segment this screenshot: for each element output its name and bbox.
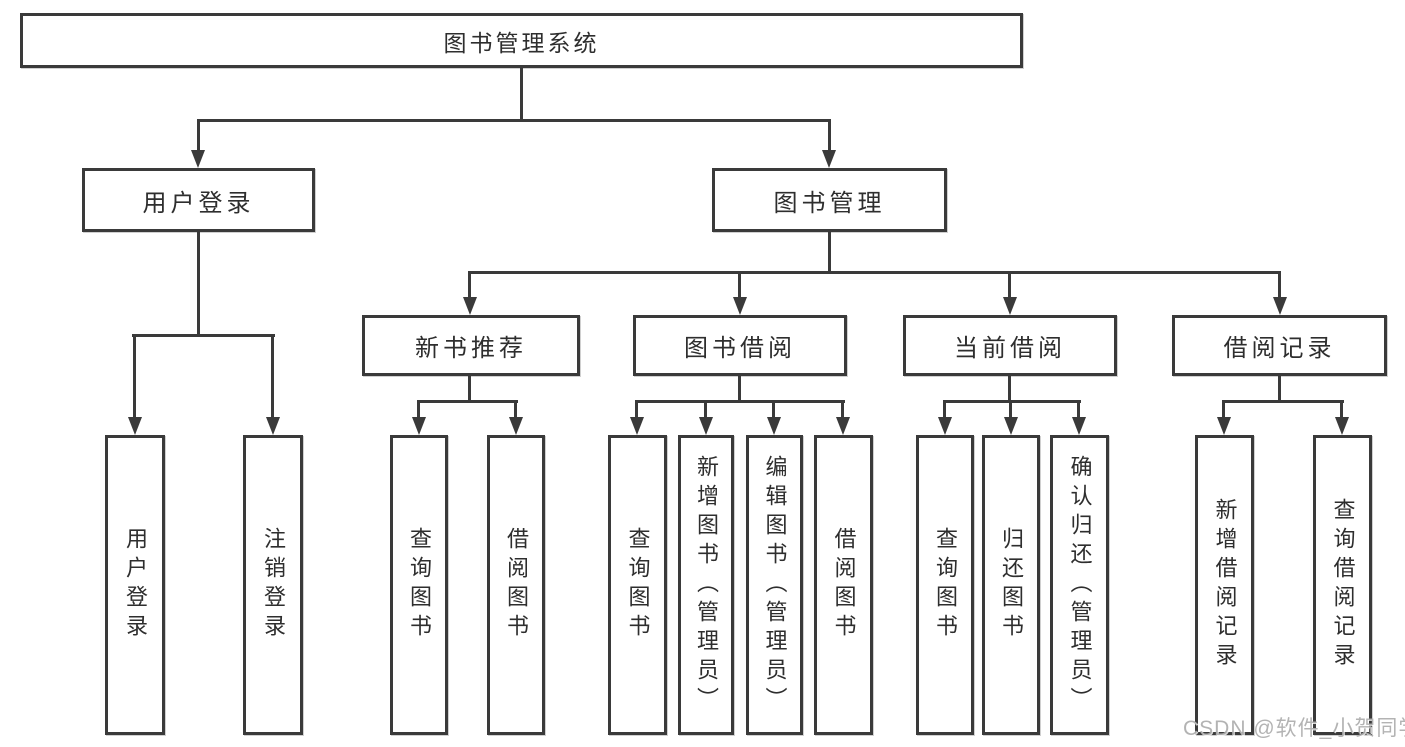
connector-line <box>1278 376 1281 403</box>
connector-line <box>1008 271 1011 299</box>
node-current-borrow: 当前借阅 <box>903 315 1117 376</box>
arrow-down-icon <box>1273 297 1287 315</box>
node-leaf-user-login: 用户登录 <box>105 435 165 735</box>
connector-line <box>1008 376 1011 403</box>
node-label: 归还图书 <box>999 527 1024 643</box>
connector-line <box>1009 400 1012 418</box>
arrow-down-icon <box>1072 417 1086 435</box>
node-leaf-return-books: 归还图书 <box>982 435 1040 735</box>
node-label: 借阅记录 <box>1223 335 1336 362</box>
node-label: 查询借阅记录 <box>1330 498 1356 672</box>
node-label: 新增借阅记录 <box>1212 498 1238 672</box>
connector-line <box>271 334 274 419</box>
connector-line <box>841 400 844 418</box>
node-leaf-query-books-current: 查询图书 <box>916 435 974 735</box>
node-leaf-add-borrow-record: 新增借阅记录 <box>1195 435 1254 735</box>
node-leaf-add-books-admin: 新增图书（管理员） <box>678 435 734 735</box>
node-label: 查询图书 <box>407 527 432 643</box>
arrow-down-icon <box>822 150 836 168</box>
connector-line <box>943 400 946 418</box>
connector-line <box>943 400 1081 403</box>
node-label: 确认归还（管理员） <box>1067 454 1093 716</box>
node-book-management: 图书管理 <box>712 168 947 232</box>
connector-line <box>468 376 471 403</box>
arrow-down-icon <box>1217 417 1231 435</box>
arrow-down-icon <box>191 150 205 168</box>
connector-line <box>132 334 275 337</box>
connector-line <box>828 119 831 152</box>
node-borrow-records: 借阅记录 <box>1172 315 1387 376</box>
connector-line <box>635 400 845 403</box>
connector-line <box>468 271 1281 274</box>
connector-line <box>635 400 638 418</box>
node-label: 当前借阅 <box>954 335 1066 362</box>
connector-line <box>520 68 523 121</box>
connector-line <box>1278 271 1281 299</box>
arrow-down-icon <box>1004 417 1018 435</box>
arrow-down-icon <box>412 417 426 435</box>
connector-line <box>197 119 831 122</box>
connector-line <box>738 376 741 403</box>
connector-line <box>468 271 471 299</box>
arrow-down-icon <box>128 417 142 435</box>
node-leaf-query-books-borrow: 查询图书 <box>608 435 667 735</box>
node-leaf-query-books-recommend: 查询图书 <box>390 435 448 735</box>
arrow-down-icon <box>836 417 850 435</box>
arrow-down-icon <box>266 417 280 435</box>
node-leaf-borrow-books: 借阅图书 <box>814 435 873 735</box>
arrow-down-icon <box>1335 417 1349 435</box>
connector-line <box>1340 400 1343 418</box>
connector-line <box>704 400 707 418</box>
node-label: 查询图书 <box>625 527 651 643</box>
node-leaf-edit-books-admin: 编辑图书（管理员） <box>746 435 803 735</box>
connector-line <box>197 232 200 337</box>
node-library-management-system: 图书管理系统 <box>20 13 1023 68</box>
arrow-down-icon <box>630 417 644 435</box>
connector-line <box>133 334 136 419</box>
node-label: 用户登录 <box>142 189 255 217</box>
arrow-down-icon <box>699 417 713 435</box>
node-user-login: 用户登录 <box>82 168 315 232</box>
connector-line <box>828 232 831 274</box>
csdn-watermark: CSDN @软件_小贺同学 <box>1183 717 1405 740</box>
connector-line <box>1222 400 1225 418</box>
arrow-down-icon <box>938 417 952 435</box>
node-leaf-borrow-books-recommend: 借阅图书 <box>487 435 545 735</box>
arrow-down-icon <box>509 417 523 435</box>
node-label: 新书推荐 <box>415 335 527 362</box>
connector-line <box>417 400 420 418</box>
connector-line <box>772 400 775 418</box>
node-label: 借阅图书 <box>504 527 529 643</box>
connector-line <box>1222 400 1344 403</box>
arrow-down-icon <box>733 297 747 315</box>
node-leaf-confirm-return-admin: 确认归还（管理员） <box>1050 435 1109 735</box>
connector-line <box>1077 400 1080 418</box>
arrow-down-icon <box>1003 297 1017 315</box>
node-label: 借阅图书 <box>831 527 857 643</box>
node-label: 图书借阅 <box>684 335 796 362</box>
node-label: 注销登录 <box>261 527 286 643</box>
connector-line <box>738 271 741 299</box>
node-label: 图书管理系统 <box>443 29 600 56</box>
node-label: 用户登录 <box>123 527 148 643</box>
node-label: 编辑图书（管理员） <box>762 454 788 716</box>
node-label: 查询图书 <box>933 527 958 643</box>
connector-line <box>514 400 517 418</box>
connector-line <box>417 400 518 403</box>
connector-line <box>197 119 200 152</box>
node-label: 图书管理 <box>773 189 886 217</box>
node-label: 新增图书（管理员） <box>694 454 719 716</box>
arrow-down-icon <box>463 297 477 315</box>
node-new-book-recommend: 新书推荐 <box>362 315 580 376</box>
node-leaf-query-borrow-record: 查询借阅记录 <box>1313 435 1372 735</box>
node-leaf-logout: 注销登录 <box>243 435 303 735</box>
node-book-borrow: 图书借阅 <box>633 315 847 376</box>
arrow-down-icon <box>767 417 781 435</box>
